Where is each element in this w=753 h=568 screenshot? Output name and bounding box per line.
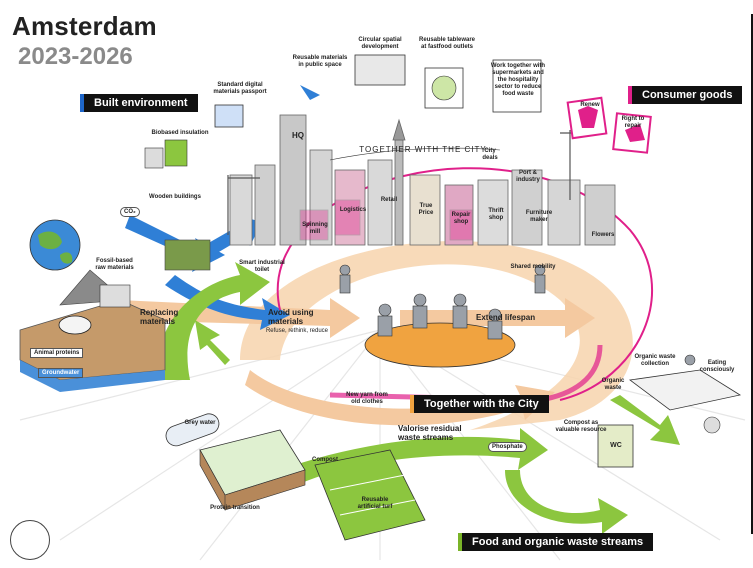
label-wc: WC [610,442,622,449]
label-passport: Standard digital materials passport [213,82,267,95]
section-food-waste: Food and organic waste streams [458,533,654,551]
tableware-plate [431,75,457,101]
label-true-price: True Price [418,203,434,216]
grey-water-tank [165,413,220,447]
label-spinning: Spinning mill [302,222,328,235]
label-animal: Animal proteins [30,348,84,358]
label-reusable-tableware: Reusable tableware at fastfood outlets [418,37,476,50]
green-arrow-left [158,262,270,380]
corner-circle-button[interactable] [10,520,50,560]
label-hq: HQ [292,131,304,140]
greenhouse-soil [199,448,306,512]
label-furniture: Furniture maker [525,210,553,223]
label-repair: Repair shop [451,212,471,225]
round-table [364,322,516,368]
forest-patch [164,239,211,271]
label-turf: Reusable artificial turf [357,497,393,510]
label-logistics: Logistics [339,207,367,213]
orange-arrow-replacing [120,298,360,338]
person-eating [684,354,696,366]
label-fossil: Fossil-based raw materials [95,258,134,271]
label-phosphate: Phosphate [488,442,527,452]
label-extend: Extend lifespan [476,313,536,322]
label-compost-resource: Compost as valuable resource [555,420,607,433]
label-replacing: Replacing materials [140,308,179,326]
orange-loop-band [240,240,633,430]
green-arrow-compost [195,320,230,365]
field-lines [329,474,416,516]
blue-arrow-top [300,85,320,100]
insulation-panel [164,139,188,167]
label-port: Port & industry [516,170,540,183]
green-arrow-right [610,395,680,445]
label-supermarkets: Work together with supermarkets and the … [490,63,546,97]
label-protein: Protein transition [210,505,260,511]
hanger-icon [625,124,645,142]
passport-screen [214,104,244,128]
label-wooden: Wooden buildings [149,194,201,200]
section-consumer-goods: Consumer goods [628,86,743,104]
label-organic-waste: Organic waste [601,378,625,391]
label-circular-spatial: Circular spatial development [358,37,402,50]
insulation-panel-2 [144,147,164,169]
dining-table [628,369,742,411]
label-thrift: Thrift shop [488,208,504,221]
wc-unit [597,424,634,468]
label-valorise: Valorise residual waste streams [398,424,462,442]
section-built-environment: Built environment [80,94,198,112]
label-avoid: Avoid using materials [268,308,314,326]
label-retail: Retail [380,197,398,203]
label-together-hand: TOGETHER WITH THE CITY [359,145,487,154]
label-eating: Eating consciously [699,360,735,373]
groundwater-layer [20,360,165,392]
spatial-model [354,54,406,86]
label-biobased: Biobased insulation [151,130,209,136]
people-group [339,264,546,340]
label-new-yarn: New yarn from old clothes [346,392,388,405]
blue-arrow-avoid [165,275,290,330]
right-frame-border [751,14,753,534]
label-co2: CO₂ [120,207,140,217]
sports-field [314,449,426,541]
page-years: 2023-2026 [18,43,133,70]
section-together: Together with the City [410,395,549,413]
label-compost: Compost [312,457,338,463]
city-skyline [229,114,616,246]
page-title: Amsterdam [12,11,157,41]
barrels [99,284,131,308]
label-reusable-public: Reusable materials in public space [292,55,348,68]
waste-bin [703,416,721,434]
label-organic-collection: Organic waste collection [634,354,676,367]
label-flowers: Flowers [591,232,615,238]
label-right-repair: Right to repair [621,116,645,129]
crane [227,175,260,235]
label-smart-toilet: Smart industrial toilet [239,260,285,273]
label-grey-water: Grey water [184,420,216,426]
label-avoid-sub: Refuse, rethink, reduce [265,328,329,334]
cow [58,315,92,335]
green-arrow-bottom [505,470,628,534]
label-renew: Renew [580,102,600,108]
label-city-deals: City deals [482,148,498,161]
green-arrow-lower [280,428,548,488]
globe-land [38,231,73,264]
shirt-icon [578,106,598,128]
supermarket-box [492,59,542,113]
label-shared-mobility: Shared mobility [510,264,556,270]
label-groundwater: Groundwater [38,368,84,378]
hand-banner-curve [329,147,501,161]
